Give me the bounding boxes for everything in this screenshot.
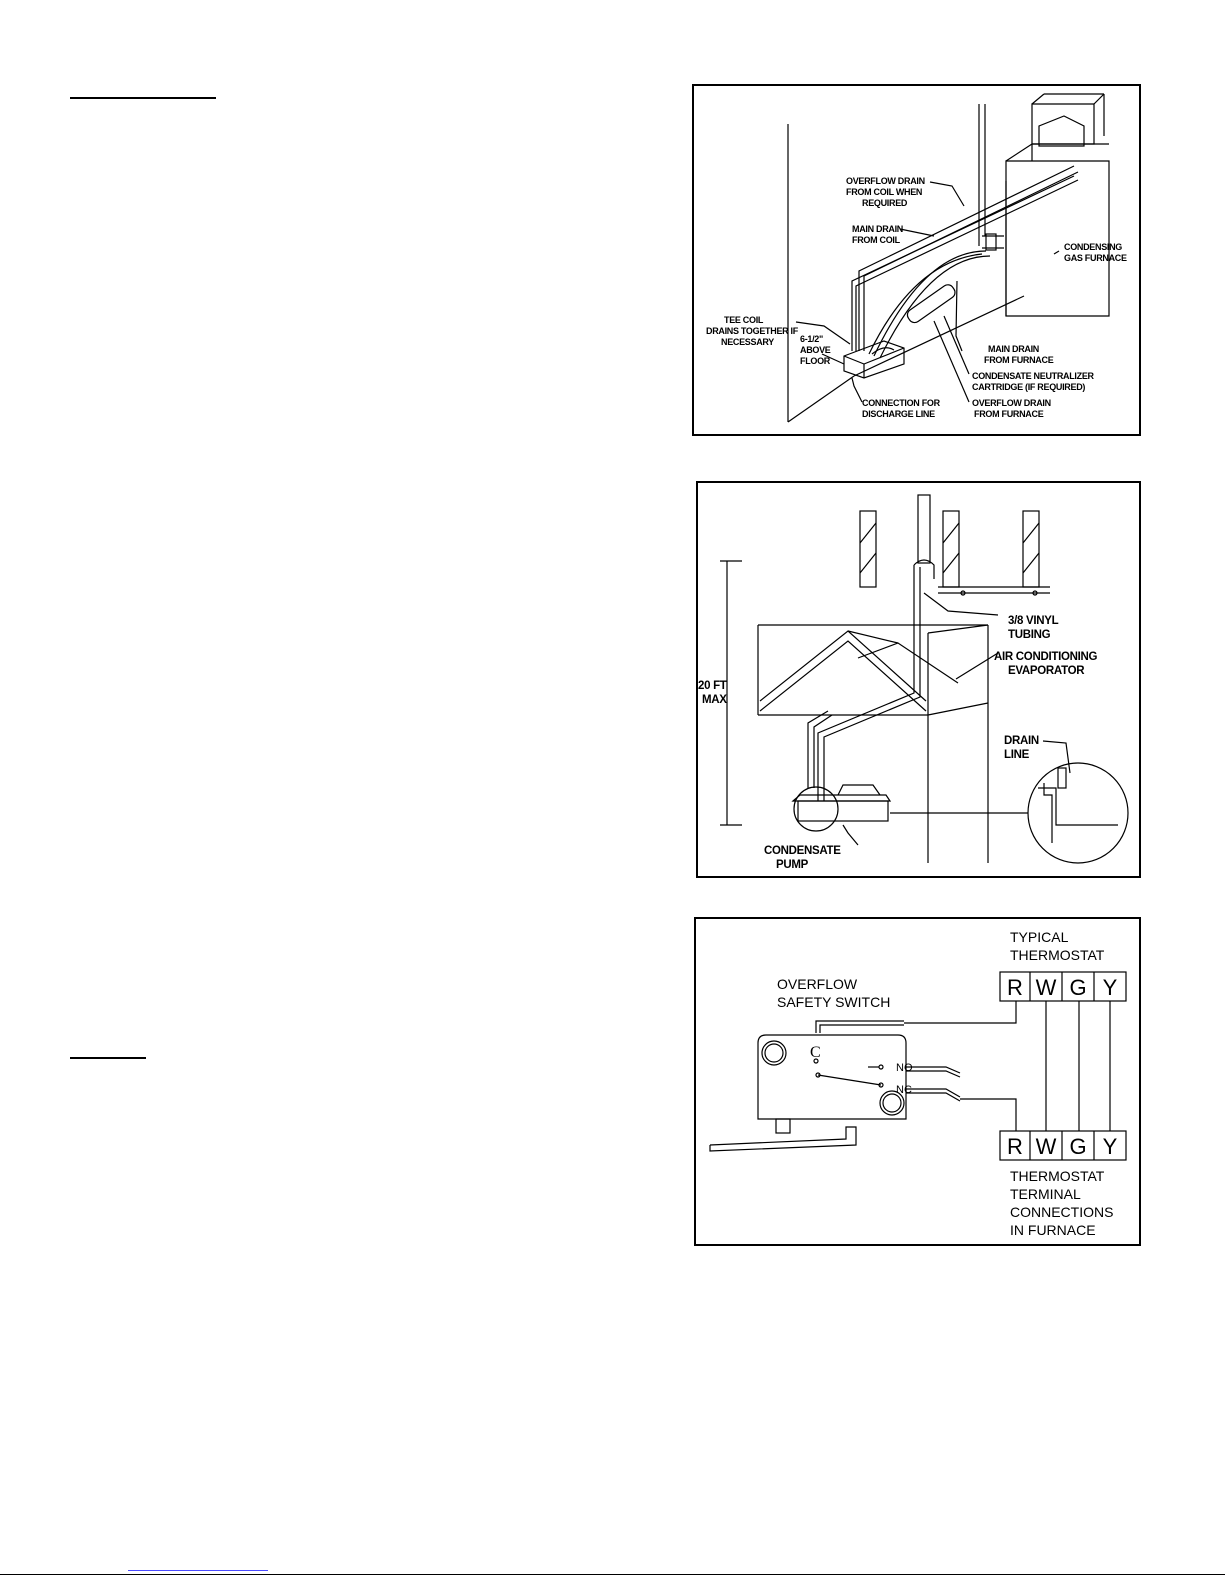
label-main-drain-furnace-2: FROM FURNACE bbox=[984, 355, 1054, 365]
label-switch-2: SAFETY SWITCH bbox=[777, 994, 890, 1010]
contact-nc-label: NC bbox=[896, 1084, 912, 1096]
label-overflow-coil-3: REQUIRED bbox=[862, 198, 908, 208]
label-evaporator-1: AIR CONDITIONING bbox=[994, 651, 1098, 663]
label-drain-line-1: DRAIN bbox=[1004, 735, 1039, 747]
heading-underline bbox=[70, 97, 216, 99]
label-above-floor-1: 6-1/2" bbox=[800, 334, 823, 344]
label-tee-coil-1: TEE COIL bbox=[724, 315, 764, 325]
label-discharge-2: DISCHARGE LINE bbox=[862, 409, 935, 419]
label-overflow-coil-2: FROM COIL WHEN bbox=[846, 187, 922, 197]
label-height-2: MAX bbox=[702, 694, 727, 706]
label-switch-1: OVERFLOW bbox=[777, 976, 858, 992]
bottom-terminal-y: Y bbox=[1103, 1134, 1118, 1159]
contact-c-label: C bbox=[810, 1044, 821, 1061]
top-terminal-r: R bbox=[1007, 975, 1023, 1000]
label-above-floor-3: FLOOR bbox=[800, 356, 831, 366]
figure-condensate-pump: 3/8 VINYL TUBING AIR CONDITIONING EVAPOR… bbox=[696, 481, 1141, 878]
label-pump-2: PUMP bbox=[776, 859, 809, 871]
label-tee-coil-3: NECESSARY bbox=[721, 337, 774, 347]
label-vinyl-1: 3/8 VINYL bbox=[1008, 615, 1059, 627]
figure-condensate-drain-furnace: OVERFLOW DRAIN FROM COIL WHEN REQUIRED M… bbox=[692, 84, 1141, 436]
label-neutralizer-1: CONDENSATE NEUTRALIZER bbox=[972, 371, 1095, 381]
contact-no-label: NO bbox=[896, 1062, 913, 1074]
label-above-floor-2: ABOVE bbox=[800, 345, 831, 355]
label-typical-1: TYPICAL bbox=[1010, 929, 1069, 945]
page-bottom-rule bbox=[0, 1574, 1225, 1575]
label-overflow-furnace-1: OVERFLOW DRAIN bbox=[972, 398, 1051, 408]
label-pump-1: CONDENSATE bbox=[764, 845, 841, 857]
label-furnace-2: TERMINAL bbox=[1010, 1186, 1081, 1202]
wiring-diagram: TYPICAL THERMOSTAT OVERFLOW SAFETY SWITC… bbox=[709, 929, 1127, 1238]
label-height-1: 20 FT bbox=[698, 680, 727, 692]
bottom-terminal-r: R bbox=[1007, 1134, 1023, 1159]
label-condensing-furnace-1: CONDENSING bbox=[1064, 242, 1122, 252]
top-terminal-w: W bbox=[1036, 975, 1057, 1000]
label-drain-line-2: LINE bbox=[1004, 749, 1030, 761]
label-main-drain-coil-1: MAIN DRAIN bbox=[852, 224, 903, 234]
label-overflow-furnace-2: FROM FURNACE bbox=[974, 409, 1044, 419]
top-terminal-g: G bbox=[1069, 975, 1086, 1000]
label-furnace-4: IN FURNACE bbox=[1010, 1222, 1096, 1238]
top-terminal-y: Y bbox=[1103, 975, 1118, 1000]
bottom-terminal-w: W bbox=[1036, 1134, 1057, 1159]
label-condensing-furnace-2: GAS FURNACE bbox=[1064, 253, 1127, 263]
label-typical-2: THERMOSTAT bbox=[1010, 947, 1105, 963]
label-neutralizer-2: CARTRIDGE (IF REQUIRED) bbox=[972, 382, 1085, 392]
label-tee-coil-2: DRAINS TOGETHER IF bbox=[706, 326, 799, 336]
label-furnace-1: THERMOSTAT bbox=[1010, 1168, 1105, 1184]
label-furnace-3: CONNECTIONS bbox=[1010, 1204, 1113, 1220]
label-vinyl-2: TUBING bbox=[1008, 629, 1051, 641]
label-overflow-coil-1: OVERFLOW DRAIN bbox=[846, 176, 925, 186]
label-main-drain-furnace-1: MAIN DRAIN bbox=[988, 344, 1039, 354]
label-main-drain-coil-2: FROM COIL bbox=[852, 235, 901, 245]
figure-overflow-switch-wiring: TYPICAL THERMOSTAT OVERFLOW SAFETY SWITC… bbox=[694, 917, 1141, 1246]
subheading-underline bbox=[70, 1057, 146, 1059]
pump-illustration: 3/8 VINYL TUBING AIR CONDITIONING EVAPOR… bbox=[698, 494, 1129, 871]
label-discharge-1: CONNECTION FOR bbox=[862, 398, 941, 408]
label-evaporator-2: EVAPORATOR bbox=[1008, 665, 1085, 677]
footer-link-underline bbox=[128, 1570, 268, 1571]
bottom-terminal-g: G bbox=[1069, 1134, 1086, 1159]
drain-illustration: OVERFLOW DRAIN FROM COIL WHEN REQUIRED M… bbox=[706, 93, 1127, 423]
